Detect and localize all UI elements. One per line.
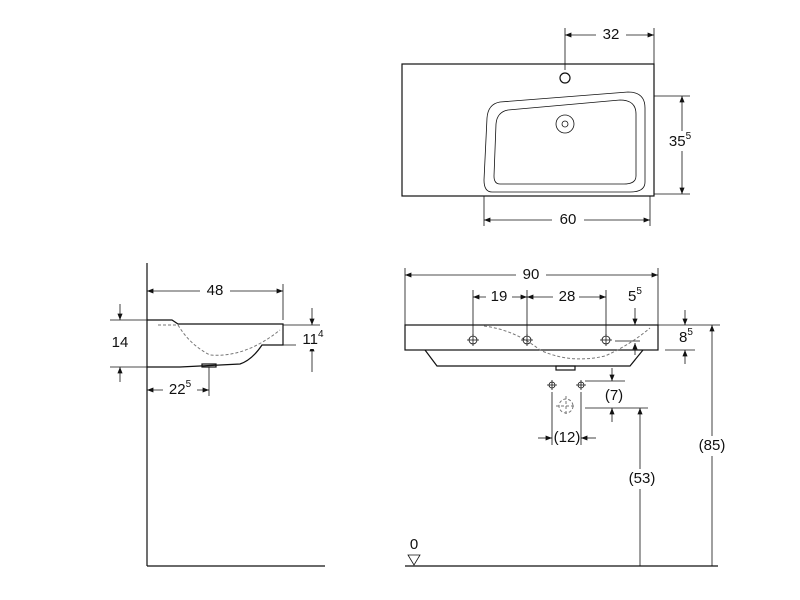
dim-label-48: 48 [207,282,224,299]
dim-label-7: (7) [605,387,623,404]
side-view: 48 14 114 225 [110,263,330,567]
dim-label-5-5: 55 [628,286,642,305]
dim-label-19: 19 [491,288,508,305]
dim-label-12: (12) [554,429,581,446]
drain-icon [555,114,575,134]
dim-label-14: 14 [112,334,129,351]
top-view: 32 355 60 [401,26,698,229]
tap-hole-markers [467,334,612,346]
basin-outline-top [401,63,655,197]
hidden-bowl-line [483,325,651,360]
dim-label-28: 28 [559,288,576,305]
ext-lines-side [110,319,320,396]
dim-label-90: 90 [523,266,540,283]
dim-label-32: 32 [603,26,620,43]
dim-label-22-5: 225 [169,379,192,398]
tap-hole [559,72,571,84]
front-view: 90 19 28 55 85 (85) (7) (53) (12) 0 [404,266,732,567]
basin-front [404,324,659,351]
basin-bowl-front [424,349,644,367]
dim-label-8-5: 85 [679,327,693,346]
dim-label-53: (53) [629,470,656,487]
dim-label-85: (85) [699,437,726,454]
waste-outlet-cross [556,396,576,416]
basin-side [147,319,284,368]
basin-bowl-inner [493,99,637,185]
hidden-bowl-side [158,324,281,356]
dim-label-11-4: 114 [302,329,324,348]
basin-bowl-outer [483,91,646,193]
drain-front [555,365,576,371]
dim-label-35: 355 [669,131,692,150]
drain-center [561,120,569,128]
floor-level-triangle-icon [407,554,421,566]
dim-label-60: 60 [560,211,577,228]
floor-label: 0 [410,536,418,553]
